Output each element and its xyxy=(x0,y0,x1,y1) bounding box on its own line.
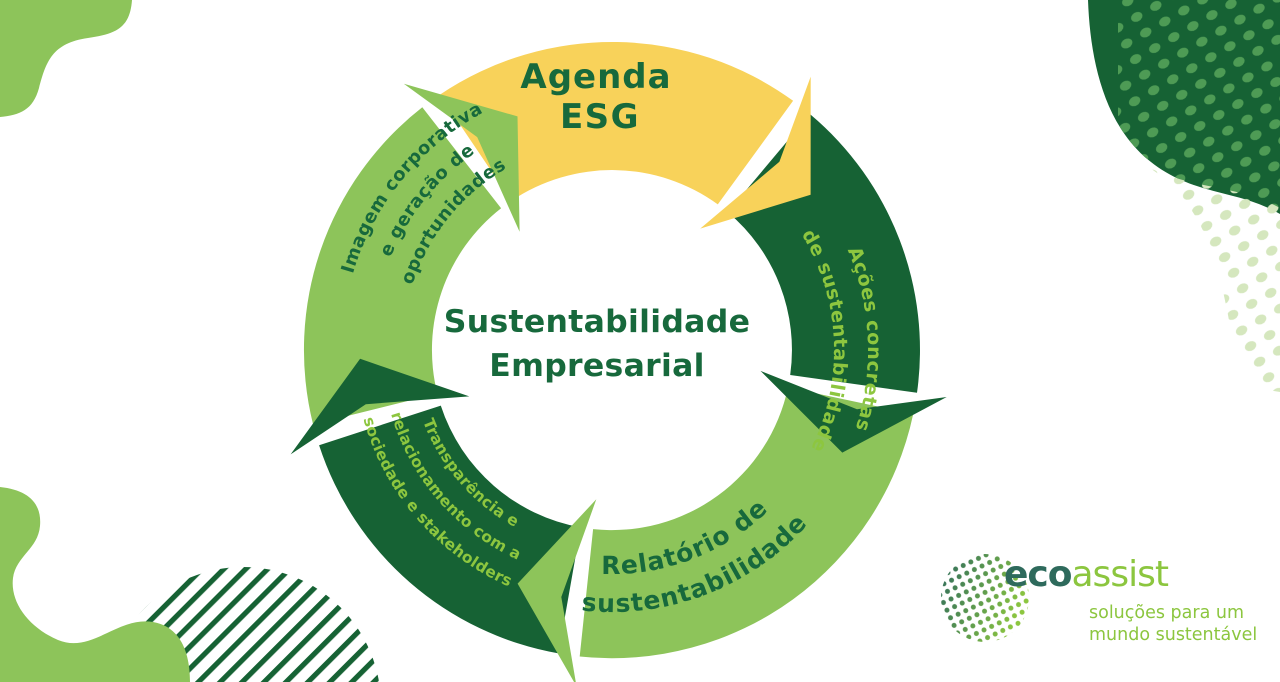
arrow-body-transparencia xyxy=(319,405,581,654)
arrow-head-relatorio xyxy=(517,499,597,682)
arrow-head-imagem-corporativa xyxy=(403,83,520,232)
center-title-line2: Empresarial xyxy=(489,348,704,384)
arrow-body-relatorio xyxy=(579,387,914,659)
arrow-head-transparencia xyxy=(290,358,470,455)
center-title-line1: Sustentabilidade xyxy=(444,304,750,340)
cycle-arrows xyxy=(290,42,947,682)
logo-wordmark-assist: assist xyxy=(1072,554,1169,595)
label-agenda-line1: Agenda xyxy=(520,57,671,97)
bottom-left-blob xyxy=(0,487,190,682)
logo-tagline-line1: soluções para um xyxy=(1089,603,1244,623)
top-left-blob xyxy=(0,0,132,117)
logo-dotted-sphere-icon xyxy=(941,554,1029,642)
arrow-body-imagem-corporativa xyxy=(303,107,502,425)
arrow-head-agenda-esg xyxy=(700,76,811,229)
arrow-head-acoes-concretas xyxy=(760,370,947,453)
top-right-halftone-dots xyxy=(1088,0,1280,392)
logo-wordmark-eco: eco xyxy=(1004,554,1072,595)
logo-wordmark: ecoassist xyxy=(1004,554,1169,595)
logo-tagline-line2: mundo sustentável xyxy=(1089,625,1257,645)
arrow-body-agenda-esg xyxy=(439,42,794,205)
label-agenda-line2: ESG xyxy=(560,97,640,137)
center-title: Sustentabilidade Empresarial xyxy=(444,304,750,384)
ecoassist-logo: ecoassist soluções para um mundo sustent… xyxy=(941,554,1257,645)
